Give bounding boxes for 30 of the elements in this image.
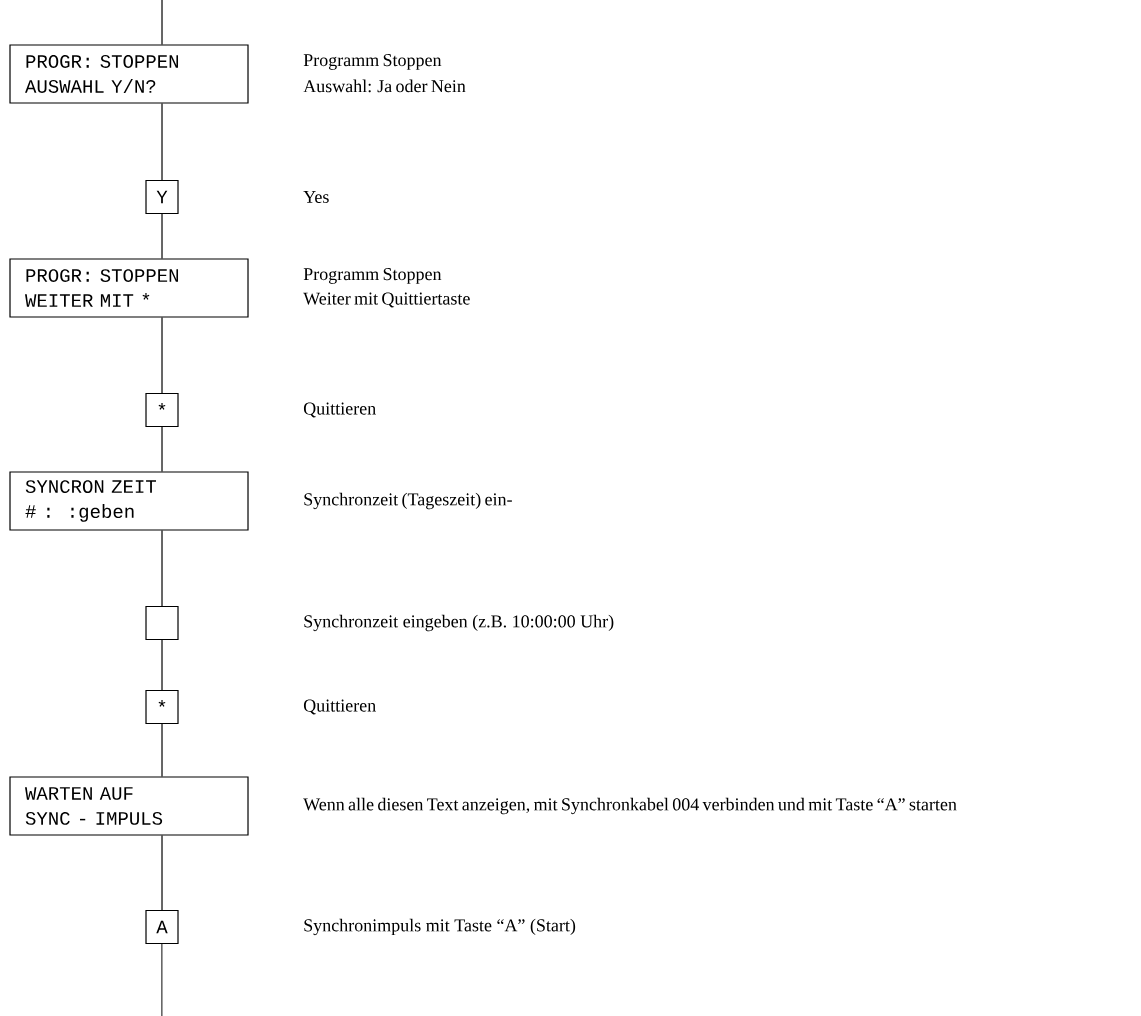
description: Synchronzeit eingeben (z.B. 10:00:00 Uhr) (304, 614, 614, 632)
key-box (145, 605, 179, 641)
description: Auswahl: Ja oder Nein (303, 79, 466, 93)
connector-line (161, 530, 163, 607)
description: Synchronimpuls mit Taste “A” (Start) (304, 918, 576, 936)
display-box: PROGR: STOPPEN AUSWAHL Y/N? (9, 44, 249, 104)
description: Yes (303, 191, 329, 203)
connector-line (161, 723, 163, 777)
description: Programm Stoppen (303, 54, 442, 70)
connector-line (161, 426, 163, 472)
connector-line (161, 103, 163, 181)
description: Wenn alle diesen Text anzeigen, mit Synchronkabel 004 verbinden und mit Taste “A” starten (303, 797, 957, 815)
connector-line (161, 943, 163, 1016)
description: Programm Stoppen (303, 268, 442, 284)
key-box: Y (145, 179, 179, 215)
description: Synchronzeit (Tageszeit) ein- (304, 492, 512, 510)
display-box: SYNCRON ZEIT # : :geben (9, 471, 249, 531)
key-box: * (145, 392, 179, 428)
connector-line (161, 316, 163, 394)
connector-line (161, 835, 163, 911)
display-box: PROGR: STOPPEN WEITER MIT * (9, 258, 249, 318)
key-box: * (145, 689, 179, 725)
key-box: A (145, 909, 179, 945)
connector-line (161, 0, 163, 45)
connector-line (161, 639, 163, 691)
description: Weiter mit Quittiertaste (303, 292, 470, 308)
description: Quittieren (303, 699, 376, 715)
connector-line (161, 213, 163, 259)
description: Quittieren (303, 402, 376, 418)
display-box: WARTEN AUF SYNC - IMPULS (9, 776, 249, 836)
